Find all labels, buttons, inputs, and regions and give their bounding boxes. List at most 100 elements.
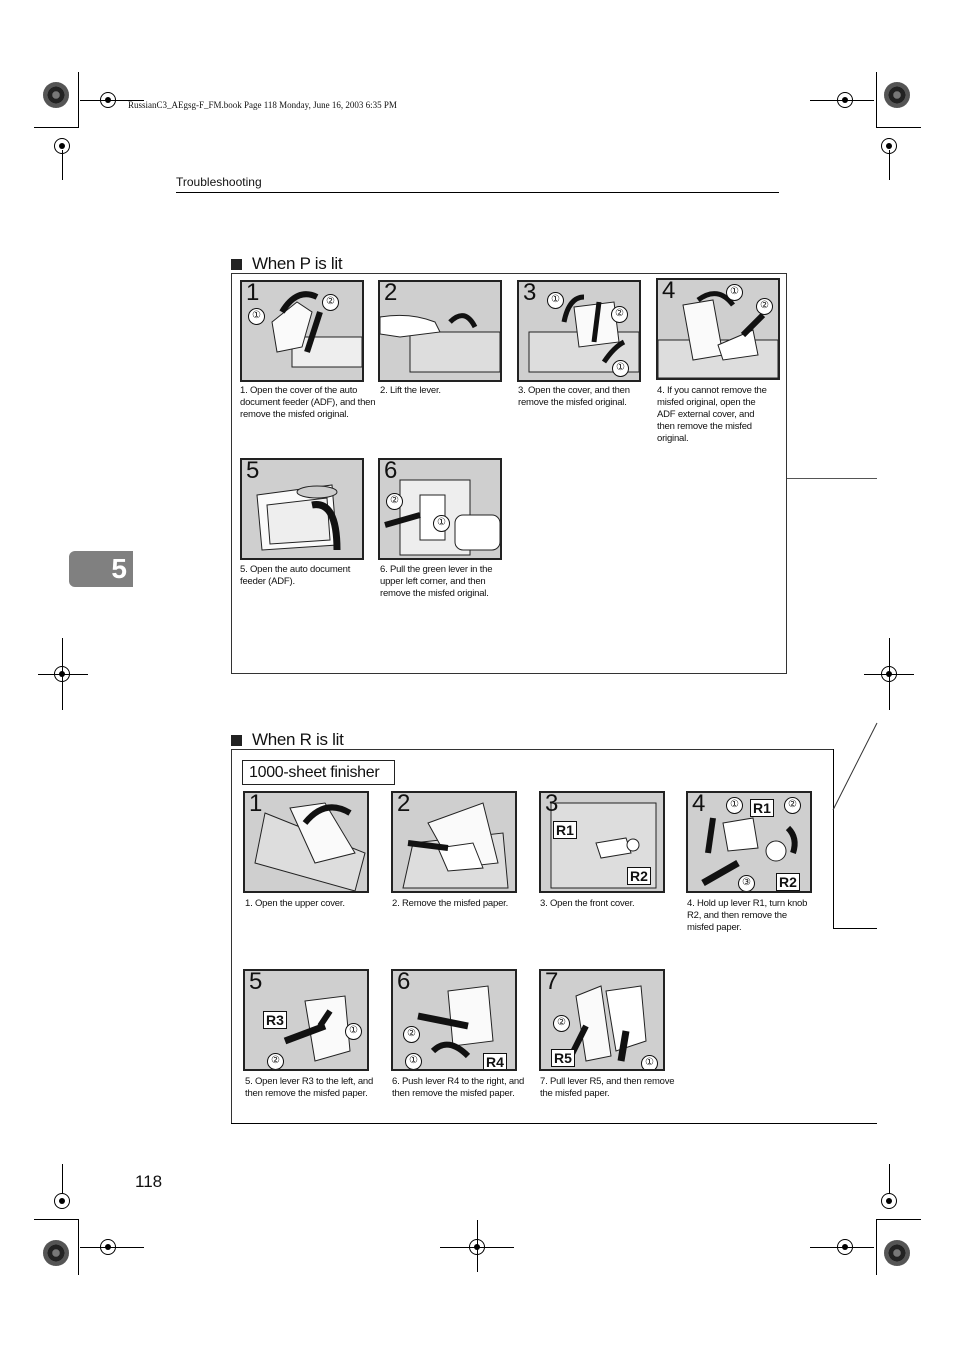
chapter-number: 5 xyxy=(111,553,127,584)
step-marker: ② xyxy=(553,1015,570,1032)
step-illustration: 2 xyxy=(391,791,517,893)
step-marker: ① xyxy=(726,797,743,814)
registration-disc-bottom-left xyxy=(43,1240,69,1266)
crop-line xyxy=(62,1164,63,1194)
step-marker: ③ xyxy=(738,875,755,891)
step-caption: 6. Pull the green lever in the upper lef… xyxy=(380,564,493,599)
step-number: 2 xyxy=(397,791,411,817)
step-illustration: 2 xyxy=(378,280,502,382)
procedure-frame-p xyxy=(231,273,787,674)
header-rule xyxy=(176,192,779,193)
step-caption: 4. Hold up lever R1, turn knob R2, and t… xyxy=(687,898,808,933)
step-illustration: 6 ② ① R4 xyxy=(391,969,517,1071)
step-illustration: 5 xyxy=(240,458,364,560)
crop-line xyxy=(889,1164,890,1194)
step-caption: 2. Lift the lever. xyxy=(380,385,441,396)
registration-mark xyxy=(881,1193,897,1209)
crop-line xyxy=(38,674,88,675)
chapter-tab: 5 xyxy=(69,551,133,587)
crop-line xyxy=(876,1219,921,1220)
crop-line xyxy=(864,674,914,675)
crop-line xyxy=(889,150,890,180)
step-number: 1 xyxy=(249,791,263,817)
step-marker: ① xyxy=(547,292,564,309)
step-illustration: 5 R3 ① ② xyxy=(243,969,369,1071)
section-title-text: When R is lit xyxy=(252,730,344,749)
step-number: 6 xyxy=(397,969,411,995)
crop-line xyxy=(876,72,877,128)
crop-line xyxy=(34,127,79,128)
step-caption: 5. Open lever R3 to the left, and then r… xyxy=(245,1076,374,1099)
step-illustration: 1 ① ② xyxy=(240,280,364,382)
frame-line xyxy=(833,928,877,929)
step-marker: ② xyxy=(322,294,339,311)
crop-line xyxy=(876,127,921,128)
crop-line xyxy=(876,1219,877,1275)
section-title-r: When R is lit xyxy=(231,730,344,750)
step-illustration: 4 ① ② xyxy=(656,278,780,380)
knob-label: R2 xyxy=(776,873,800,891)
registration-disc-top-right xyxy=(884,82,910,108)
lever-label: R4 xyxy=(483,1053,507,1069)
knob-label: R2 xyxy=(627,867,651,885)
step-caption: 6. Push lever R4 to the right, and then … xyxy=(392,1076,525,1099)
step-caption: 3. Open the front cover. xyxy=(540,898,635,909)
step-marker: ② xyxy=(756,298,773,315)
step-caption: 1. Open the upper cover. xyxy=(245,898,345,909)
step-number: 1 xyxy=(246,280,260,306)
step-caption: 7. Pull lever R5, and then remove the mi… xyxy=(540,1076,675,1099)
crop-line xyxy=(78,1219,79,1275)
step-caption: 3. Open the cover, and then remove the m… xyxy=(518,385,630,408)
crop-line xyxy=(62,150,63,180)
lever-label: R3 xyxy=(263,1011,287,1029)
step-marker: ② xyxy=(784,797,801,814)
step-number: 5 xyxy=(246,458,260,484)
frame-line xyxy=(833,749,834,929)
frame-line xyxy=(231,1123,877,1124)
section-title-p: When P is lit xyxy=(231,254,343,274)
registration-disc-top-left xyxy=(43,82,69,108)
step-marker: ② xyxy=(403,1026,420,1043)
step-number: 7 xyxy=(545,969,559,995)
callout-line xyxy=(787,478,877,479)
step-caption: 2. Remove the misfed paper. xyxy=(392,898,509,909)
step-marker: ② xyxy=(386,493,403,510)
step-caption: 1. Open the cover of the auto document f… xyxy=(240,385,376,420)
step-marker: ① xyxy=(433,515,450,532)
finisher-subheader: 1000-sheet finisher xyxy=(242,760,395,785)
step-number: 6 xyxy=(384,458,398,484)
step-illustration: 6 ② ① xyxy=(378,458,502,560)
crop-line xyxy=(810,100,874,101)
lever-label: R1 xyxy=(750,799,774,817)
step-number: 3 xyxy=(523,280,537,306)
step-illustration: 3 R1 R2 xyxy=(539,791,665,893)
crop-line xyxy=(477,1220,478,1272)
step-marker: ① xyxy=(248,308,265,325)
step-caption: 4. If you cannot remove the misfed origi… xyxy=(657,385,767,444)
lever-label: R1 xyxy=(553,821,577,839)
step-marker: ① xyxy=(726,284,743,301)
step-marker: ① xyxy=(641,1055,658,1069)
step-marker: ① xyxy=(612,360,629,377)
step-number: 5 xyxy=(249,969,263,995)
step-illustration: 3 ① ② ① xyxy=(517,280,641,382)
bullet-square-icon xyxy=(231,258,242,270)
step-number: 2 xyxy=(384,280,398,306)
registration-mark xyxy=(54,1193,70,1209)
page-number: 118 xyxy=(135,1172,163,1191)
step-illustration: 7 ② R5 ① xyxy=(539,969,665,1071)
crop-line xyxy=(78,72,79,128)
step-marker: ② xyxy=(267,1053,284,1069)
running-header: Troubleshooting xyxy=(176,175,262,189)
step-marker: ① xyxy=(345,1023,362,1040)
lever-label: R5 xyxy=(551,1049,575,1067)
crop-line xyxy=(34,1219,79,1220)
callout-diagonal xyxy=(832,722,878,811)
section-title-text: When P is lit xyxy=(252,254,343,273)
bullet-square-icon xyxy=(231,734,242,746)
registration-disc-bottom-right xyxy=(884,1240,910,1266)
crop-line xyxy=(80,100,144,101)
step-marker: ② xyxy=(611,306,628,323)
step-illustration: 1 xyxy=(243,791,369,893)
file-meta-line: RussianC3_AEgsg-F_FM.book Page 118 Monda… xyxy=(128,100,397,110)
